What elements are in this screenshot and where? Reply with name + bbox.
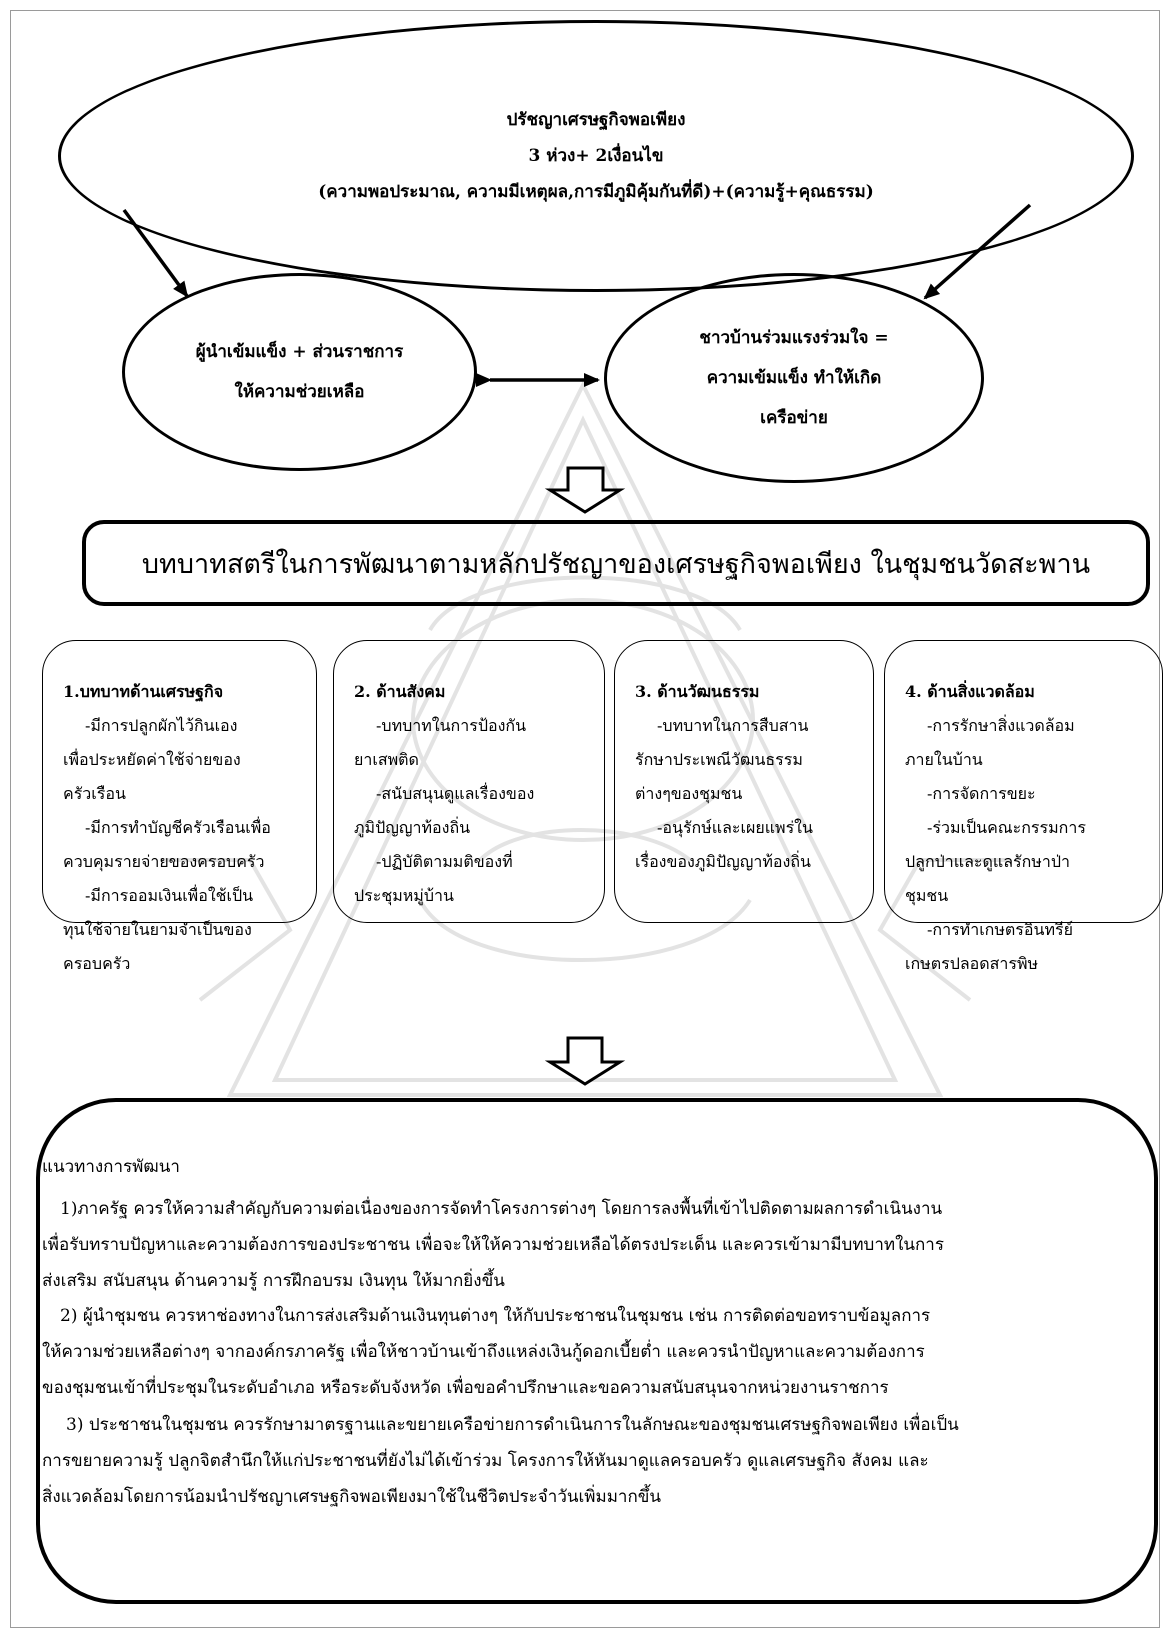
development-title: แนวทางการพัฒนา <box>42 1157 180 1177</box>
development-paragraph-1: 1)ภาครัฐ ควรให้ความสำคัญกับความต่อเนื่อง… <box>42 1191 1142 1299</box>
paragraph-line: 3) ประชาชนในชุมชน ควรรักษามาตรฐานและขยาย… <box>66 1415 959 1435</box>
card-line: -การจัดการขยะ <box>927 784 1036 803</box>
social-role-card: 2. ด้านสังคม -บทบาทในการป้องกัน ยาเสพติด… <box>333 640 605 923</box>
card-line: -ร่วมเป็นคณะกรรมการ <box>927 818 1086 837</box>
card-line: ปลูกป่าและดูแลรักษาป่า <box>905 852 1070 871</box>
role-title: บทบาทสตรีในการพัฒนาตามหลักปรัชญาของเศรษฐ… <box>141 548 1091 580</box>
development-box <box>36 1098 1158 1604</box>
card-line: ควบคุมรายจ่ายของครอบครัว <box>63 852 265 871</box>
card-title: 3. ด้านวัฒนธรรม <box>635 682 760 701</box>
environment-role-card: 4. ด้านสิ่งแวดล้อม -การรักษาสิ่งแวดล้อม … <box>884 640 1163 973</box>
card-line: -บทบาทในการป้องกัน <box>376 716 527 735</box>
villagers-ellipse: ชาวบ้านร่วมแรงร่วมใจ = ความเข้มแข็ง ทำให… <box>604 273 984 483</box>
villagers-line-3: เครือข่าย <box>760 408 828 428</box>
philosophy-detail: (ความพอประมาณ, ความมีเหตุผล,การมีภูมิคุ้… <box>318 182 874 202</box>
philosophy-subtitle: 3 ห่วง+ 2เงื่อนไข <box>528 146 664 166</box>
card-line: -มีการออมเงินเพื่อใช้เป็น <box>85 886 254 905</box>
card-line: ภายในบ้าน <box>905 750 983 769</box>
card-line: -สนับสนุนดูแลเรื่องของ <box>376 784 535 803</box>
card-line: ต่างๆของชุมชน <box>635 784 743 803</box>
leader-line-1: ผู้นำเข้มแข็ง + ส่วนราชการ <box>195 342 404 362</box>
philosophy-ellipse: ปรัชญาเศรษฐกิจพอเพียง 3 ห่วง+ 2เงื่อนไข … <box>58 20 1134 292</box>
leader-line-2: ให้ความช่วยเหลือ <box>234 382 365 402</box>
card-line: -มีการทำบัญชีครัวเรือนเพื่อ <box>85 818 271 837</box>
paragraph-line: การขยายความรู้ ปลูกจิตสำนึกให้แก่ประชาชน… <box>42 1451 929 1471</box>
card-line: ชุมชน <box>905 886 949 905</box>
arrow-left-down-icon <box>122 208 189 298</box>
villagers-line-2: ความเข้มแข็ง ทำให้เกิด <box>706 368 882 388</box>
card-title: 2. ด้านสังคม <box>354 682 446 701</box>
card-line: เกษตรปลอดสารพิษ <box>905 954 1039 973</box>
economic-role-card: 1.บทบาทด้านเศรษฐกิจ -มีการปลูกผักไว้กินเ… <box>42 640 317 973</box>
card-line: ครอบครัว <box>63 954 131 973</box>
development-paragraph-3: 3) ประชาชนในชุมชน ควรรักษามาตรฐานและขยาย… <box>42 1407 1142 1515</box>
card-line: ภูมิปัญญาท้องถิ่น <box>354 818 471 837</box>
card-line: -บทบาทในการสืบสาน <box>657 716 809 735</box>
card-line: -ปฏิบัติตามมติของที่ <box>376 852 513 871</box>
down-block-arrow-icon <box>544 466 626 514</box>
card-line: -การทำเกษตรอินทรีย์ <box>927 920 1073 939</box>
card-line: เรื่องของภูมิปัญญาท้องถิ่น <box>635 852 811 871</box>
card-line: ครัวเรือน <box>63 784 126 803</box>
paragraph-line: เพื่อรับทราบปัญหาและความต้องการของประชาช… <box>42 1235 944 1255</box>
card-line: เพื่อประหยัดค่าใช้จ่ายของ <box>63 750 241 769</box>
card-title: 1.บทบาทด้านเศรษฐกิจ <box>63 682 224 701</box>
card-line: -การรักษาสิ่งแวดล้อม <box>927 716 1075 735</box>
philosophy-title: ปรัชญาเศรษฐกิจพอเพียง <box>506 110 686 130</box>
card-line: ประชุมหมู่บ้าน <box>354 886 454 905</box>
role-title-box: บทบาทสตรีในการพัฒนาตามหลักปรัชญาของเศรษฐ… <box>82 520 1150 606</box>
paragraph-line: ของชุมชนเข้าที่ประชุมในระดับอำเภอ หรือระ… <box>42 1378 889 1398</box>
card-line: รักษาประเพณีวัฒนธรรม <box>635 750 803 769</box>
page-frame <box>10 10 1160 1628</box>
villagers-line-1: ชาวบ้านร่วมแรงร่วมใจ = <box>699 328 889 348</box>
paragraph-line: ส่งเสริม สนับสนุน ด้านความรู้ การฝึกอบรม… <box>42 1271 505 1291</box>
paragraph-line: ให้ความช่วยเหลือต่างๆ จากองค์กรภาครัฐ เพ… <box>42 1342 925 1362</box>
paragraph-line: สิ่งแวดล้อมโดยการน้อมนำปรัชญาเศรษฐกิจพอเ… <box>42 1487 661 1507</box>
arrow-right-down-icon <box>923 203 1032 300</box>
card-line: ยาเสพติด <box>354 750 419 769</box>
paragraph-line: 1)ภาครัฐ ควรให้ความสำคัญกับความต่อเนื่อง… <box>60 1199 943 1219</box>
culture-role-card: 3. ด้านวัฒนธรรม -บทบาทในการสืบสาน รักษาป… <box>614 640 874 923</box>
card-title: 4. ด้านสิ่งแวดล้อม <box>905 682 1035 701</box>
down-block-arrow-2-icon <box>544 1036 626 1086</box>
paragraph-line: 2) ผู้นำชุมชน ควรหาช่องทางในการส่งเสริมด… <box>60 1306 931 1326</box>
card-line: -มีการปลูกผักไว้กินเอง <box>85 716 238 735</box>
card-line: ทุนใช้จ่ายในยามจำเป็นของ <box>63 920 252 939</box>
card-line: -อนุรักษ์และเผยแพร่ใน <box>657 818 813 837</box>
development-paragraph-2: 2) ผู้นำชุมชน ควรหาช่องทางในการส่งเสริมด… <box>42 1298 1142 1406</box>
leader-ellipse: ผู้นำเข้มแข็ง + ส่วนราชการ ให้ความช่วยเห… <box>122 273 477 471</box>
